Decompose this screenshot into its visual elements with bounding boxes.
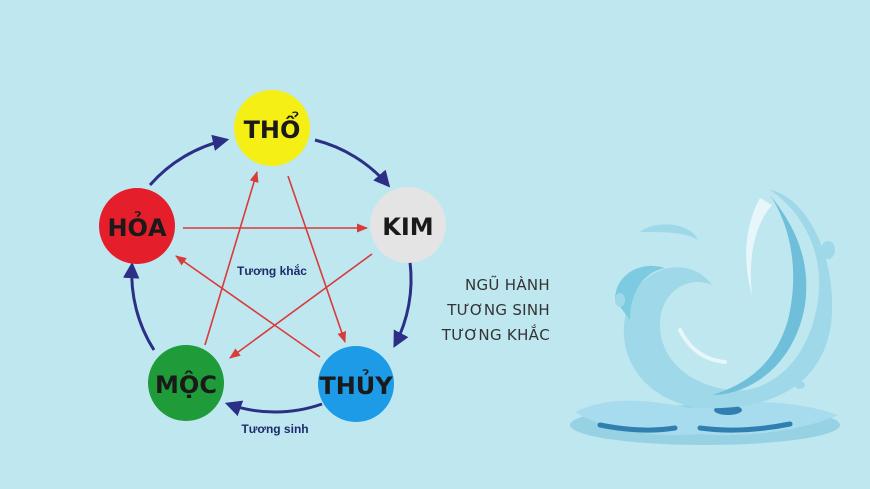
kim-label: KIM xyxy=(382,213,433,241)
side-title-line-1: NGŨ HÀNH xyxy=(464,276,550,294)
star-arrow-thuy-to-hoa xyxy=(175,255,321,358)
tho-circle xyxy=(234,90,310,166)
cycle-label: Tương sinh xyxy=(241,422,308,436)
star-label: Tương khắc xyxy=(237,263,307,278)
cycle-arrow-tho-to-kim xyxy=(314,138,391,188)
cycle-arrow-hoa-to-tho xyxy=(148,134,230,186)
moc-circle xyxy=(148,345,224,421)
side-title-line-3: TƯƠNG KHẮC xyxy=(441,326,550,344)
element-moc: MỘC xyxy=(148,345,224,421)
cycle-arrow-moc-to-hoa xyxy=(122,261,156,351)
generating-cycle xyxy=(122,134,413,417)
thuy-label: THỦY xyxy=(319,367,393,400)
hoa-circle xyxy=(99,188,175,264)
hoa-label: HỎA xyxy=(107,209,166,242)
cycle-arrow-kim-to-thuy xyxy=(393,261,413,348)
kim-circle xyxy=(370,187,446,263)
element-hoa: HỎA xyxy=(99,188,175,264)
element-kim: KIM xyxy=(370,187,446,263)
cycle-arrow-thuy-to-moc xyxy=(224,400,323,417)
controlling-star xyxy=(175,170,373,359)
element-thuy: THỦY xyxy=(318,346,394,422)
moc-label: MỘC xyxy=(155,369,217,399)
star-arrow-moc-to-tho xyxy=(204,170,259,346)
element-tho: THỔ xyxy=(234,90,310,166)
water-splash-icon xyxy=(570,190,840,445)
star-arrow-kim-to-moc xyxy=(229,253,373,359)
star-arrow-tho-to-thuy xyxy=(287,175,346,344)
thuy-circle xyxy=(318,346,394,422)
side-title-line-2: TƯƠNG SINH xyxy=(447,301,550,319)
